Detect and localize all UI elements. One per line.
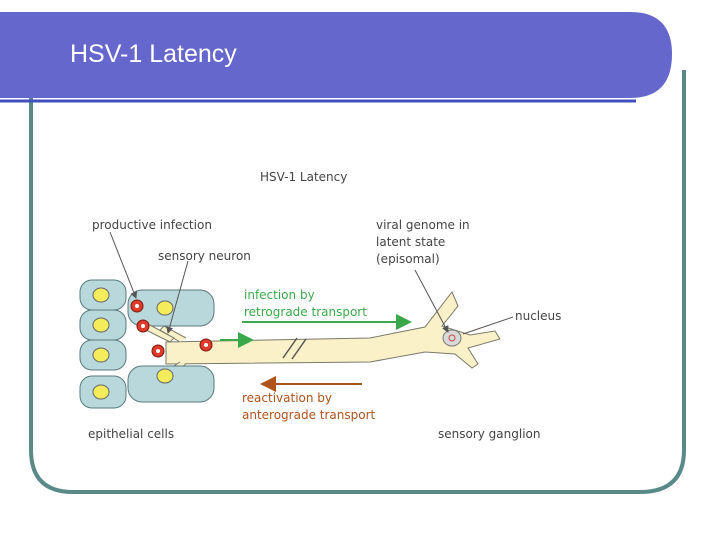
slide-title: HSV-1 Latency (70, 40, 237, 68)
label-productive-infection: productive infection (92, 218, 212, 232)
label-sensory-neuron: sensory neuron (158, 249, 251, 263)
epithelial-nucleus (92, 317, 110, 333)
axon-break-1 (282, 337, 298, 359)
header-band (0, 12, 672, 98)
axon-break-2 (291, 338, 307, 360)
label-reactivation-2: anterograde transport (242, 408, 376, 422)
label-viral-genome-1: viral genome in (376, 218, 470, 232)
leader-viral-genome (414, 269, 449, 333)
neuron-body (165, 291, 501, 369)
virus-particles (130, 299, 213, 358)
epithelial-nucleus (92, 287, 110, 303)
label-sensory-ganglion: sensory ganglion (438, 427, 541, 441)
label-infection-1: infection by (244, 288, 315, 302)
epithelial-cell (127, 365, 215, 403)
epithelial-nucleus (156, 368, 174, 384)
neuron-nucleus (442, 329, 462, 347)
label-nucleus: nucleus (515, 309, 561, 323)
figure-title: HSV-1 Latency (260, 170, 347, 184)
leader-productive-infection (109, 231, 138, 299)
leader-sensory-neuron (166, 260, 189, 334)
label-infection-2: retrograde transport (244, 305, 367, 319)
viral-episome (448, 334, 456, 342)
epithelial-nucleus (92, 347, 110, 363)
hsv1-latency-diagram: HSV-1 Latency productive infection senso… (79, 170, 561, 441)
epithelial-nucleus (156, 300, 174, 316)
label-epithelial-cells: epithelial cells (88, 427, 174, 441)
leader-nucleus (462, 316, 514, 335)
label-viral-genome-3: (episomal) (376, 252, 440, 266)
epithelial-nucleus (92, 384, 110, 400)
label-reactivation-1: reactivation by (242, 391, 332, 405)
label-viral-genome-2: latent state (376, 235, 445, 249)
content-frame (29, 70, 686, 494)
